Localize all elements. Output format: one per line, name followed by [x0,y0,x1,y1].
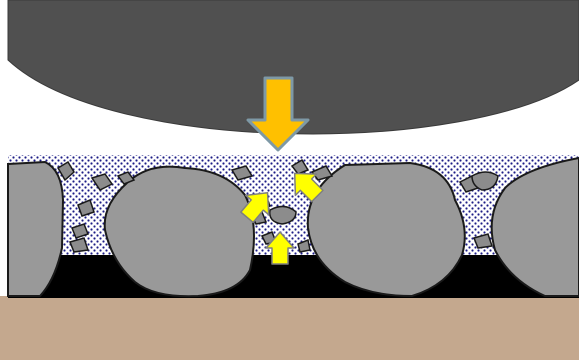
base-layer [0,296,579,360]
